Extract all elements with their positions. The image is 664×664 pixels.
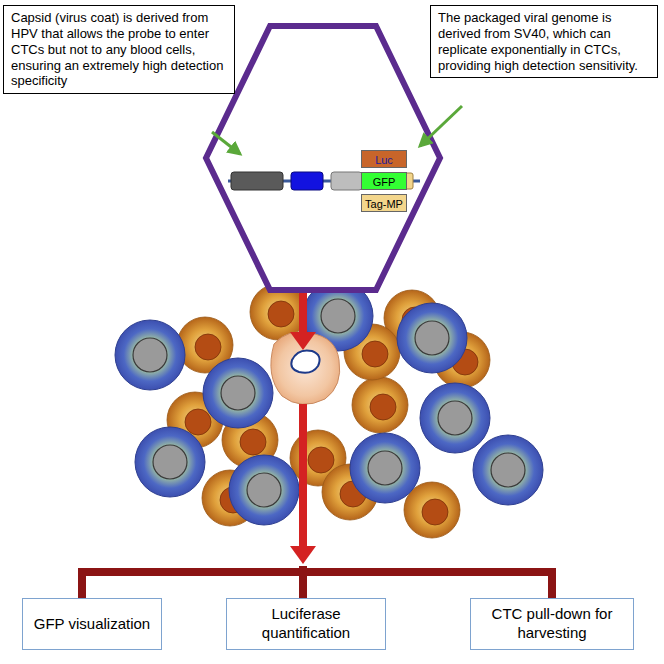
cell-nucleus (185, 409, 211, 435)
output-box: CTC pull-down for harvesting (470, 598, 634, 650)
cell-nucleus (491, 453, 525, 487)
leader-arrow (212, 132, 240, 154)
node-text: Luc (375, 154, 393, 166)
node-text: CTC pull-down for harvesting (477, 605, 627, 643)
red-arrow (299, 404, 307, 548)
gene-box: GFP (361, 172, 407, 190)
ctc-nucleus (291, 350, 319, 372)
cell-nucleus (321, 299, 355, 333)
node-text: GFP (373, 176, 396, 188)
cell-nucleus (370, 394, 396, 420)
callout-box: Capsid (virus coat) is derived from HPV … (3, 5, 235, 94)
cell-nucleus (415, 321, 449, 355)
cell-nucleus (362, 341, 388, 367)
blue-blood-cell (350, 433, 420, 503)
cell-nucleus (422, 499, 448, 525)
blue-blood-cell (473, 435, 543, 505)
cell-nucleus (133, 338, 167, 372)
blue-blood-cell (115, 320, 185, 390)
node-text: Tag-MP (365, 198, 403, 210)
cell-nucleus (368, 451, 402, 485)
node-text: GFP visualization (34, 615, 150, 634)
cell-nucleus (247, 473, 281, 507)
cell-nucleus (438, 401, 472, 435)
ctc-cell (271, 332, 340, 405)
orange-blood-cell (352, 377, 408, 433)
blood-cells (115, 281, 543, 538)
node-text: The packaged viral genome is derived fro… (438, 10, 638, 73)
cell-nucleus (308, 447, 334, 473)
blue-blood-cell (203, 358, 273, 428)
genome-segment (331, 172, 362, 190)
genome-segment (291, 172, 323, 190)
node-text: Luciferase quantification (233, 605, 379, 643)
gene-box: Tag-MP (361, 194, 407, 212)
cell-nucleus (221, 376, 255, 410)
gene-box: Luc (361, 150, 407, 168)
blue-blood-cell (397, 303, 467, 373)
leader-arrow (420, 106, 462, 146)
red-arrow-head (290, 546, 316, 564)
cell-nucleus (268, 301, 294, 327)
output-box: GFP visualization (22, 598, 162, 650)
output-box: Luciferase quantification (226, 598, 386, 650)
callout-box: The packaged viral genome is derived fro… (430, 5, 658, 78)
cell-nucleus (195, 334, 221, 360)
output-bracket (299, 566, 307, 598)
blue-blood-cell (420, 383, 490, 453)
cell-nucleus (153, 445, 187, 479)
output-bracket (82, 572, 552, 598)
genome-segment (231, 172, 283, 190)
cell-nucleus (240, 429, 266, 455)
blue-blood-cell (229, 455, 299, 525)
red-arrow-head (290, 332, 316, 350)
red-arrow (299, 293, 307, 334)
virus-capsid-hexagon (206, 26, 440, 290)
node-text: Capsid (virus coat) is derived from HPV … (11, 10, 223, 88)
blue-blood-cell (135, 427, 205, 497)
